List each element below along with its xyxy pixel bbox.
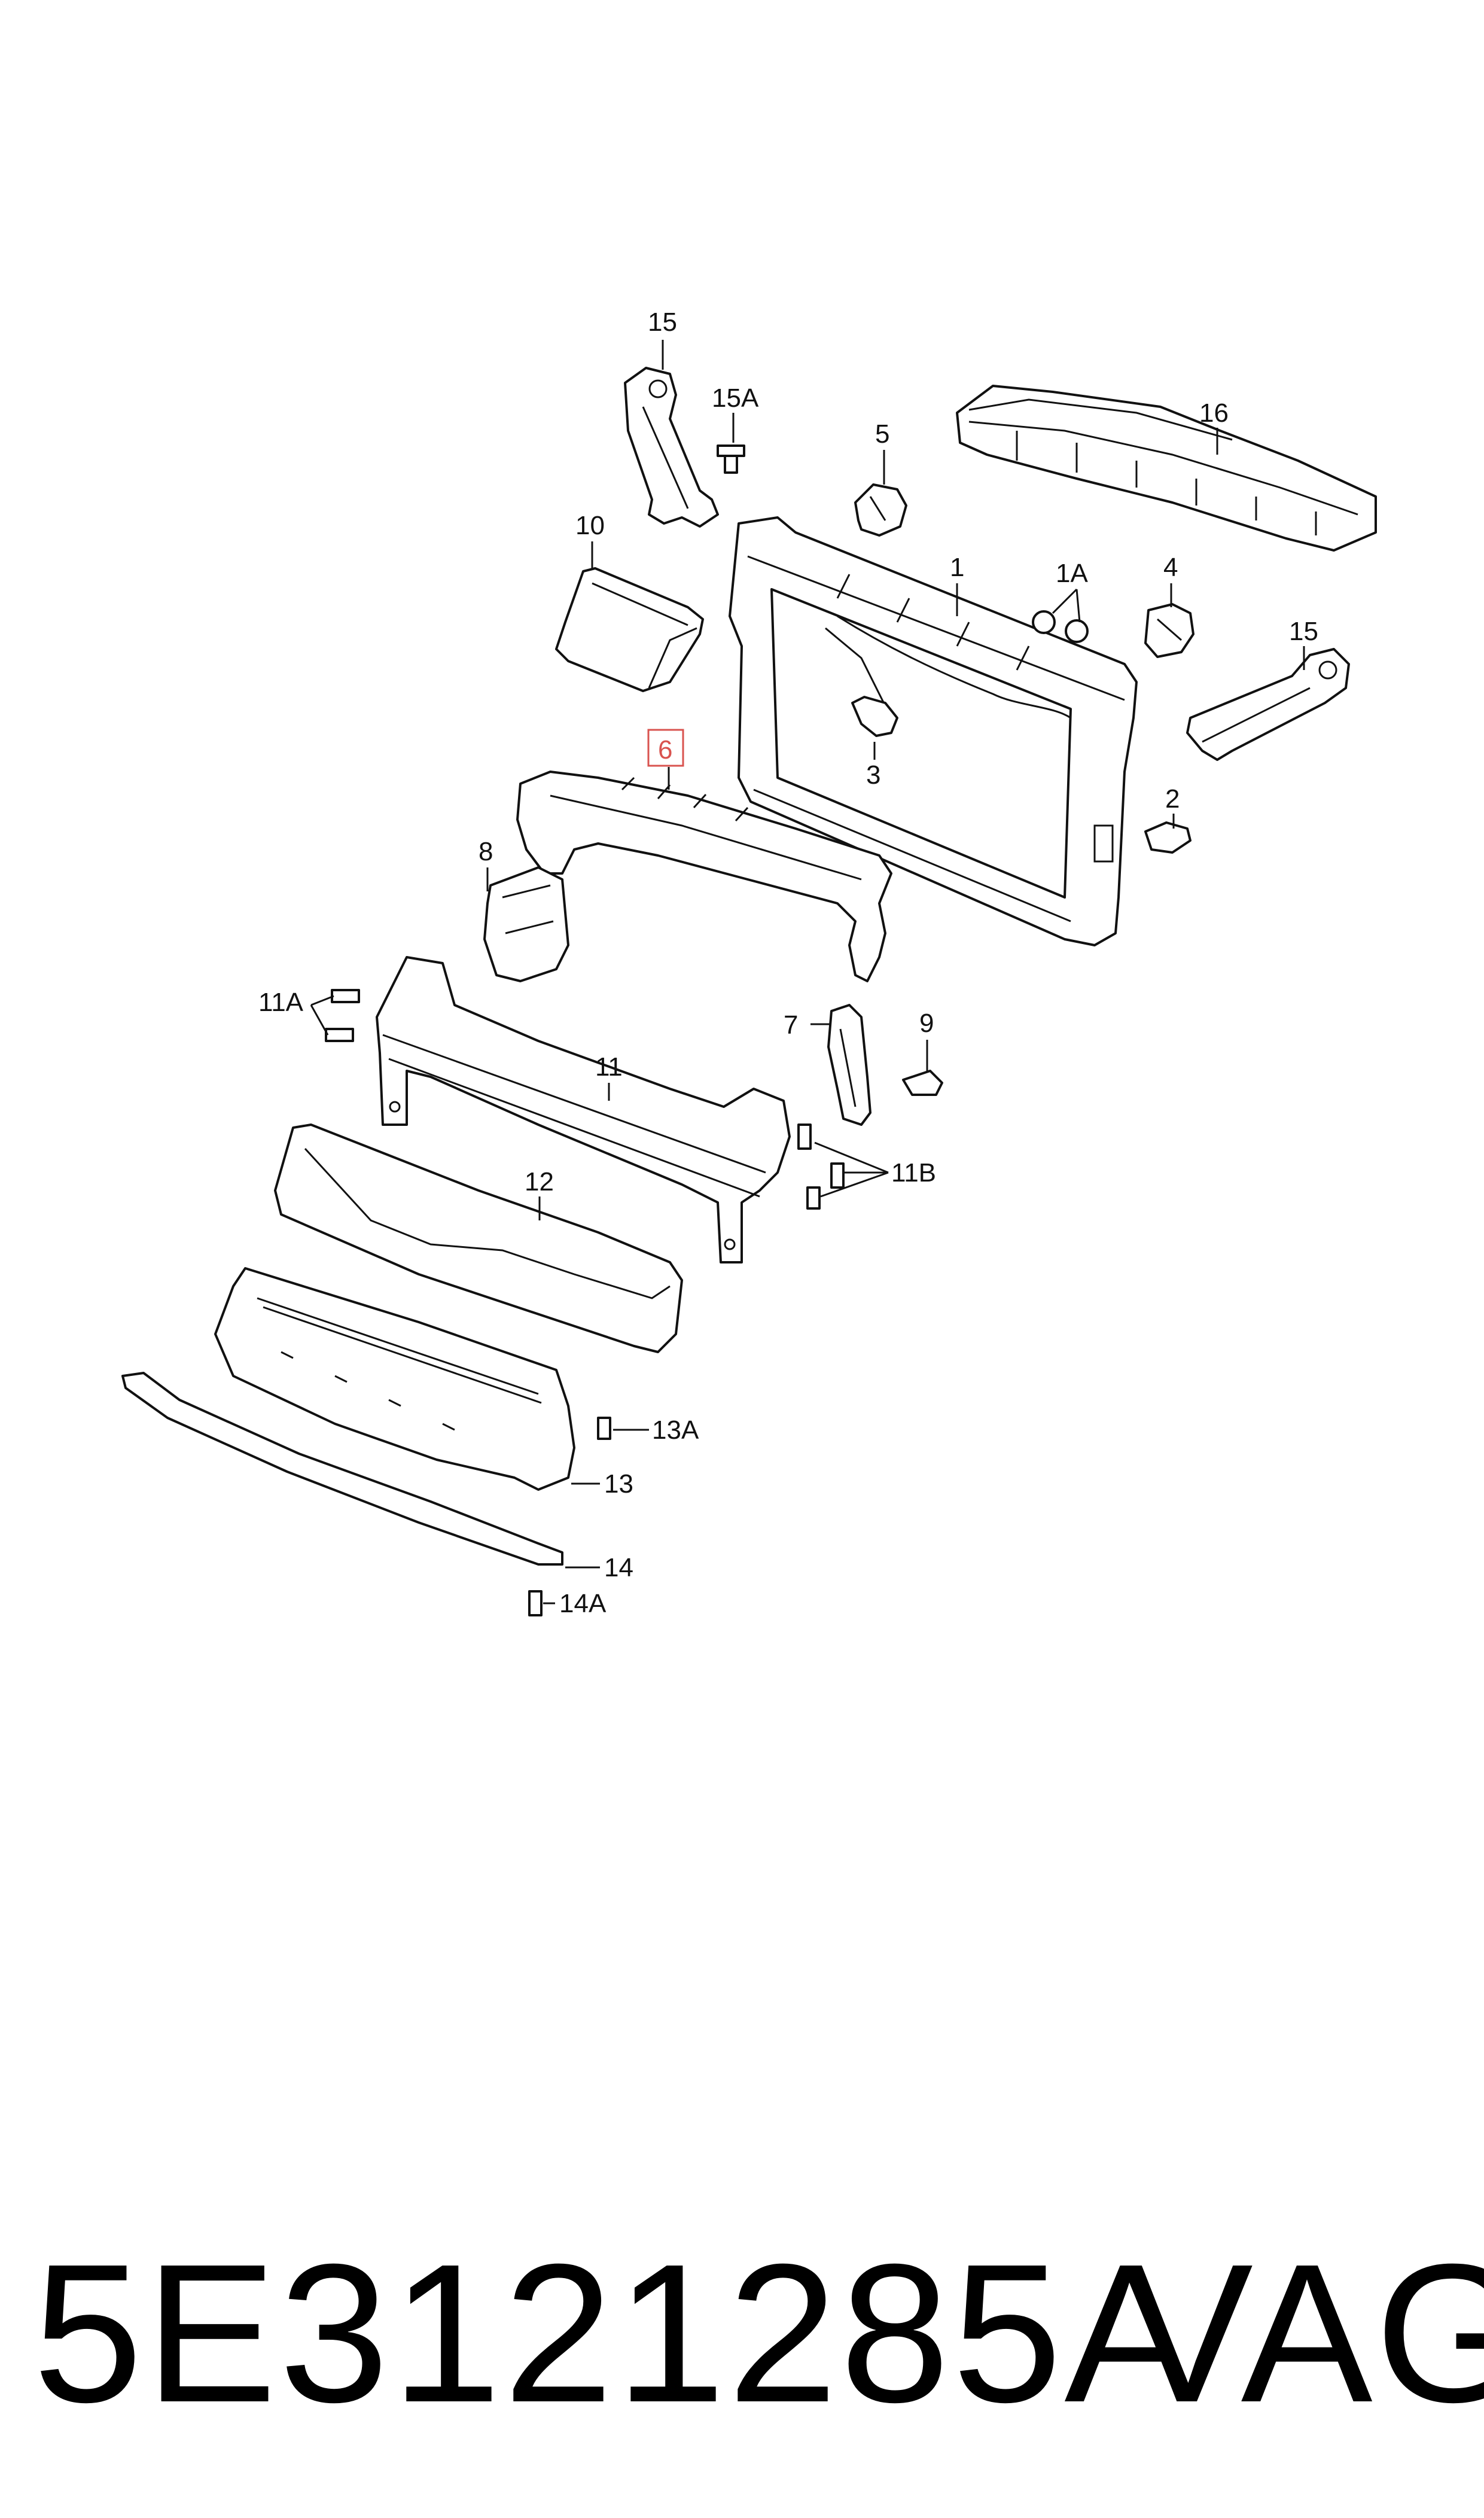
leader-lines <box>310 340 1305 1604</box>
callout-labels: 15 15A 5 16 10 1 1A 4 15 3 2 6 8 7 9 11A… <box>258 307 1318 1618</box>
bolt-13A-icon <box>597 1417 611 1440</box>
part-12-energy-absorber <box>274 1123 683 1353</box>
part-10-air-guide <box>555 567 704 692</box>
bolt-11B-icon <box>797 1123 845 1210</box>
callout-15A: 15A <box>712 383 759 413</box>
callout-11A: 11A <box>258 988 304 1017</box>
callout-1A: 1A <box>1056 559 1088 588</box>
callout-8: 8 <box>479 837 493 866</box>
callout-6-highlight <box>647 729 684 767</box>
part-13-grille-carrier <box>214 1267 575 1491</box>
part-2-clip <box>1144 821 1192 854</box>
callout-13: 13 <box>604 1469 633 1499</box>
bolt-11A-icon <box>325 989 360 1042</box>
part-8-side-guide <box>483 866 569 982</box>
part-6-cross-member <box>516 771 892 982</box>
callout-13A: 13A <box>652 1415 699 1445</box>
callout-7: 7 <box>784 1010 798 1040</box>
part-7-side-guide <box>827 1004 871 1126</box>
part-14-trim-strip <box>121 1372 563 1566</box>
brand-label: VAG <box>1122 2222 1484 2443</box>
callout-11B: 11B <box>891 1158 936 1188</box>
callout-14A: 14A <box>559 1589 607 1618</box>
part-16-air-duct <box>956 385 1377 552</box>
callout-9: 9 <box>919 1009 934 1038</box>
part-11-bumper-beam <box>376 956 791 1263</box>
part-1-front-carrier <box>729 516 1138 946</box>
callout-16: 16 <box>1199 398 1229 428</box>
callout-1: 1 <box>950 553 964 582</box>
callout-14: 14 <box>604 1553 633 1582</box>
callout-6: 6 <box>658 735 672 765</box>
part-15-bracket-left <box>624 367 719 528</box>
nut-1A-icon <box>1032 610 1089 643</box>
bolt-14A-icon <box>528 1590 543 1616</box>
part-4-clip <box>1144 603 1194 658</box>
part-number: 5E3121285A <box>33 2222 1199 2443</box>
part-9-clip <box>902 1070 943 1096</box>
callout-2: 2 <box>1165 784 1180 814</box>
callout-10: 10 <box>575 511 605 540</box>
part-15-bracket-right <box>1186 648 1350 761</box>
callout-15-right: 15 <box>1289 617 1318 646</box>
callout-4: 4 <box>1163 553 1178 582</box>
part-3-bracket <box>851 696 898 737</box>
part-5-clip <box>854 483 907 537</box>
callout-15-top: 15 <box>648 307 677 337</box>
callout-3: 3 <box>866 760 880 790</box>
bolt-15A-icon <box>717 444 745 474</box>
callout-12: 12 <box>525 1167 554 1196</box>
callout-11: 11 <box>595 1052 623 1082</box>
callout-5: 5 <box>875 419 889 449</box>
footer: 5E3121285A VAG <box>0 2213 1484 2453</box>
